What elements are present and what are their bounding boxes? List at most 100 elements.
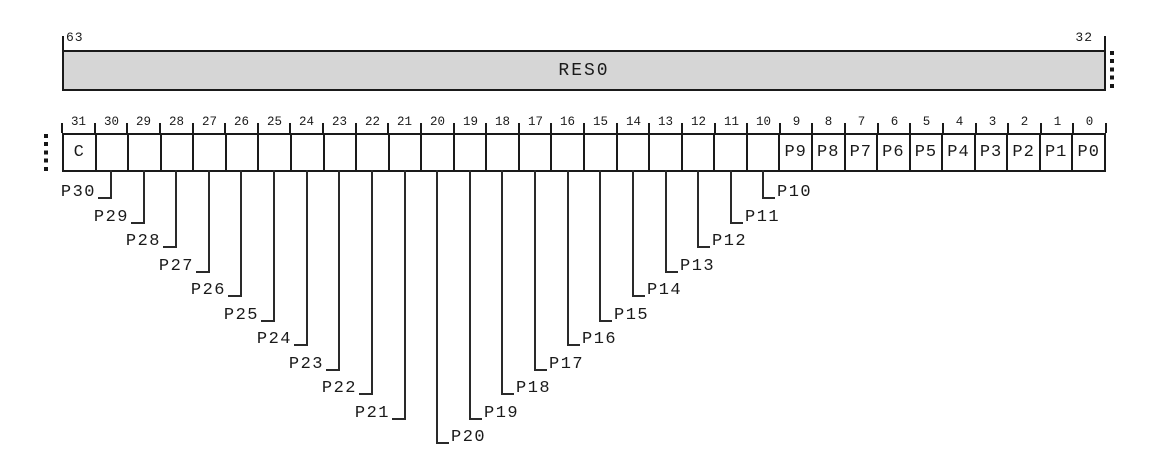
bit-number-9: 9 <box>792 115 801 129</box>
bit-cell-13 <box>650 135 683 170</box>
callout-line-vertical <box>371 170 373 395</box>
bit-cell-23 <box>325 135 358 170</box>
callout-line-vertical <box>175 170 177 248</box>
bit-boundary-tick <box>1040 123 1042 133</box>
bit-number-10: 10 <box>755 115 771 129</box>
callout-label-p19: P19 <box>484 404 520 423</box>
callout-line-horizontal <box>436 442 449 444</box>
bit-cell-14 <box>618 135 651 170</box>
bit-number-24: 24 <box>298 115 314 129</box>
bit-boundary-tick <box>355 123 357 133</box>
callout-line-horizontal <box>665 271 678 273</box>
bit-boundary-tick <box>811 123 813 133</box>
bit-cell-30 <box>97 135 130 170</box>
bit-cell-1: P1 <box>1041 135 1074 170</box>
res0-field-label: RES0 <box>558 60 610 81</box>
callout-label-p22: P22 <box>321 379 357 398</box>
callout-label-p30: P30 <box>60 183 96 202</box>
bit-cell-26 <box>227 135 260 170</box>
bit-number-6: 6 <box>890 115 899 129</box>
callout-line-horizontal <box>534 369 547 371</box>
bit-boundary-tick <box>583 123 585 133</box>
bit-boundary-tick <box>94 123 96 133</box>
bit-boundary-tick <box>485 123 487 133</box>
upper-register-box: RES0 <box>62 50 1106 91</box>
callout-label-p16: P16 <box>582 330 618 349</box>
bit-number-17: 17 <box>527 115 543 129</box>
bit-cell-27 <box>194 135 227 170</box>
bit-cell-4: P4 <box>943 135 976 170</box>
bit-number-18: 18 <box>494 115 510 129</box>
callout-line-vertical <box>143 170 145 224</box>
bit-boundary-tick <box>126 123 128 133</box>
bit-cell-29 <box>129 135 162 170</box>
callout-line-vertical <box>208 170 210 273</box>
bit-number-14: 14 <box>625 115 641 129</box>
bit-number-13: 13 <box>657 115 673 129</box>
callout-label-p24: P24 <box>256 330 292 349</box>
upper-low-bit-label: 32 <box>1075 30 1093 45</box>
bit-cell-10 <box>748 135 781 170</box>
bit-cell-25 <box>259 135 292 170</box>
callout-line-horizontal <box>98 197 111 199</box>
callout-line-horizontal <box>261 320 274 322</box>
bit-number-7: 7 <box>857 115 866 129</box>
bit-number-2: 2 <box>1020 115 1029 129</box>
bit-cell-2: P2 <box>1008 135 1041 170</box>
bit-number-27: 27 <box>201 115 217 129</box>
bit-cell-17 <box>520 135 553 170</box>
bit-number-26: 26 <box>233 115 249 129</box>
bit-cell-16 <box>552 135 585 170</box>
bit-boundary-tick <box>844 123 846 133</box>
bit-cell-31: C <box>64 135 97 170</box>
bit-number-0: 0 <box>1085 115 1094 129</box>
callout-line-vertical <box>501 170 503 395</box>
bit-boundary-tick <box>159 123 161 133</box>
bit-number-31: 31 <box>70 115 86 129</box>
bit-boundary-tick <box>746 123 748 133</box>
bit-boundary-tick <box>779 123 781 133</box>
callout-label-p28: P28 <box>125 232 161 251</box>
callout-line-horizontal <box>762 197 775 199</box>
callout-line-horizontal <box>228 295 241 297</box>
bit-boundary-tick <box>61 123 63 133</box>
bit-cell-18 <box>487 135 520 170</box>
bit-cell-19 <box>455 135 488 170</box>
bit-number-19: 19 <box>462 115 478 129</box>
callout-label-p27: P27 <box>158 257 194 276</box>
bit-number-29: 29 <box>135 115 151 129</box>
bit-number-28: 28 <box>168 115 184 129</box>
bit-cell-7: P7 <box>846 135 879 170</box>
upper-continuation-dots <box>1110 51 1114 91</box>
bit-cell-6: P6 <box>878 135 911 170</box>
bit-boundary-tick <box>714 123 716 133</box>
callout-line-horizontal <box>294 344 307 346</box>
bit-cell-15 <box>585 135 618 170</box>
bit-boundary-tick <box>681 123 683 133</box>
bit-number-22: 22 <box>364 115 380 129</box>
bit-boundary-tick <box>909 123 911 133</box>
callout-line-horizontal <box>163 246 176 248</box>
bit-number-16: 16 <box>559 115 575 129</box>
bit-boundary-tick <box>192 123 194 133</box>
callout-line-vertical <box>240 170 242 297</box>
bit-boundary-tick <box>518 123 520 133</box>
callout-line-horizontal <box>392 418 405 420</box>
callout-line-horizontal <box>359 393 372 395</box>
callout-line-horizontal <box>697 246 710 248</box>
bit-boundary-tick <box>289 123 291 133</box>
callout-line-vertical <box>110 170 112 199</box>
callout-line-horizontal <box>131 222 144 224</box>
bit-boundary-tick <box>1007 123 1009 133</box>
bit-boundary-tick <box>1072 123 1074 133</box>
callout-line-vertical <box>436 170 438 444</box>
callout-line-vertical <box>306 170 308 346</box>
bit-cell-9: P9 <box>780 135 813 170</box>
callout-line-vertical <box>469 170 471 420</box>
bit-boundary-tick <box>224 123 226 133</box>
bit-cell-21 <box>390 135 423 170</box>
callout-line-horizontal <box>730 222 743 224</box>
callout-line-horizontal <box>567 344 580 346</box>
bit-boundary-tick <box>877 123 879 133</box>
